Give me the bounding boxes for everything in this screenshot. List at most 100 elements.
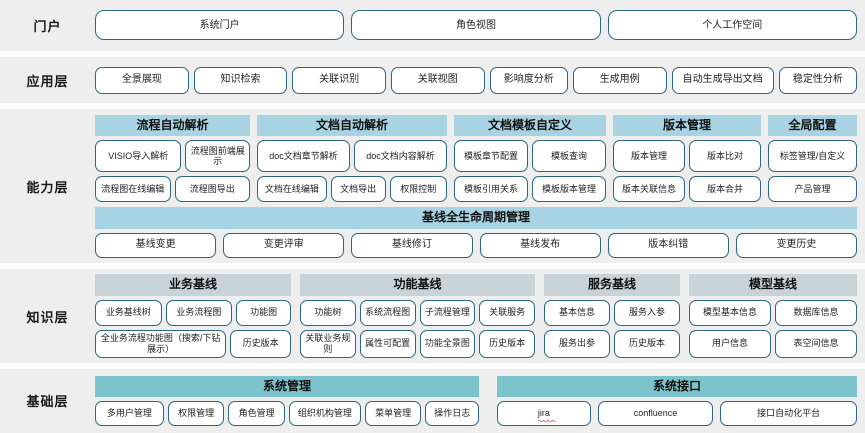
kn-item-tablespace-info[interactable]: 表空间信息 — [775, 329, 857, 358]
cap-item-template-query[interactable]: 模板查询 — [532, 140, 606, 173]
capability-row: 版本管理 版本比对 — [613, 140, 761, 173]
cap-item-doc-content-parse[interactable]: doc文档内容解析 — [354, 140, 447, 173]
base-item-interface-automation-platform[interactable]: 接口自动化平台 — [720, 400, 857, 426]
kn-item-user-info[interactable]: 用户信息 — [689, 329, 771, 358]
capability-group-title-version-manage: 版本管理 — [613, 115, 761, 137]
layer-label-foundation: 基础层 — [26, 394, 69, 410]
kn-item-function-panorama[interactable]: 功能全景图 — [419, 329, 476, 358]
app-item-impact-analysis[interactable]: 影响度分析 — [489, 66, 568, 94]
kn-item-full-business-process-function-chart[interactable]: 全业务流程功能图（搜索/下钻展示） — [95, 329, 227, 358]
cap-item-permission-control[interactable]: 权限控制 — [389, 176, 447, 203]
base-item-permission-manage[interactable]: 权限管理 — [167, 400, 225, 426]
layer-band-foundation: 基础层 系统管理 多用户管理 权限管理 角色管理 组织机构管理 菜单管理 操作日… — [0, 368, 865, 433]
base-item-multi-user-manage[interactable]: 多用户管理 — [95, 400, 164, 426]
layer-label-capability: 能力层 — [26, 179, 69, 195]
lifecycle-item-baseline-revision[interactable]: 基线修订 — [351, 232, 473, 258]
kn-item-business-flowchart[interactable]: 业务流程图 — [165, 299, 233, 326]
app-item-relation-recognition[interactable]: 关联识别 — [292, 66, 386, 94]
kn-item-database-info[interactable]: 数据库信息 — [775, 299, 857, 326]
kn-item-function-chart[interactable]: 功能图 — [236, 299, 292, 326]
layer-band-capability: 能力层 流程自动解析 VISIO导入解析 流程图前端展示 流程图在线编辑 流程图… — [0, 109, 865, 264]
app-item-relation-view[interactable]: 关联视图 — [390, 66, 485, 94]
lifecycle-item-change-review[interactable]: 变更评审 — [223, 232, 345, 258]
cap-item-template-version-manage[interactable]: 模板版本管理 — [532, 176, 606, 203]
app-item-knowledge-search[interactable]: 知识检索 — [193, 66, 288, 94]
foundation-group-system-interface: 系统接口 jira confluence 接口自动化平台 — [497, 375, 857, 426]
lifecycle-item-change-history[interactable]: 变更历史 — [735, 232, 858, 258]
cap-item-version-manage[interactable]: 版本管理 — [613, 140, 685, 173]
portal-item-personal-workspace[interactable]: 个人工作空间 — [607, 10, 857, 41]
cap-item-doc-section-parse[interactable]: doc文档章节解析 — [257, 140, 350, 173]
cap-item-flowchart-export[interactable]: 流程图导出 — [174, 176, 250, 203]
lifecycle-item-baseline-release[interactable]: 基线发布 — [479, 232, 601, 258]
kn-item-history-version[interactable]: 历史版本 — [230, 329, 291, 358]
kn-item-function-tree[interactable]: 功能树 — [300, 299, 356, 326]
capability-groups: 流程自动解析 VISIO导入解析 流程图前端展示 流程图在线编辑 流程图导出 文… — [95, 115, 857, 203]
foundation-group-title-system-manage: 系统管理 — [95, 375, 479, 397]
knowledge-row: 业务基线树 业务流程图 功能图 — [95, 299, 292, 326]
portal-row: 系统门户 角色视图 个人工作空间 — [95, 10, 857, 41]
capability-group-title-process-parse: 流程自动解析 — [95, 115, 250, 137]
capability-group-global-config: 全局配置 标签管理/自定义 产品管理 — [768, 115, 857, 203]
band-gap-4 — [0, 362, 865, 369]
band-gap-3 — [0, 263, 865, 270]
knowledge-row: 全业务流程功能图（搜索/下钻展示） 历史版本 — [95, 329, 291, 358]
capability-row: 流程图在线编辑 流程图导出 — [95, 176, 250, 203]
kn-item-history-version-function[interactable]: 历史版本 — [479, 329, 535, 358]
baseline-lifecycle-title: 基线全生命周期管理 — [95, 207, 857, 229]
layer-label-knowledge: 知识层 — [26, 309, 69, 325]
base-item-jira[interactable]: jira — [497, 400, 591, 426]
capability-group-doc-template: 文档模板自定义 模板章节配置 模板查询 模板引用关系 模板版本管理 — [454, 115, 606, 203]
cap-item-flowchart-frontend-display[interactable]: 流程图前端展示 — [185, 140, 250, 173]
kn-item-history-version-service[interactable]: 历史版本 — [614, 329, 680, 358]
capability-group-doc-parse: 文档自动解析 doc文档章节解析 doc文档内容解析 文档在线编辑 文档导出 权… — [257, 115, 447, 203]
base-item-org-structure-manage[interactable]: 组织机构管理 — [288, 400, 361, 426]
app-item-panorama[interactable]: 全景展现 — [95, 66, 189, 94]
kn-item-service-output-param[interactable]: 服务出参 — [544, 329, 610, 358]
base-item-confluence[interactable]: confluence — [597, 400, 714, 426]
foundation-row: jira confluence 接口自动化平台 — [497, 400, 857, 426]
app-item-auto-export-doc[interactable]: 自动生成导出文档 — [671, 66, 774, 94]
foundation-groups: 系统管理 多用户管理 权限管理 角色管理 组织机构管理 菜单管理 操作日志 系统… — [95, 375, 857, 426]
application-row: 全景展现 知识检索 关联识别 关联视图 影响度分析 生成用例 自动生成导出文档 … — [95, 66, 857, 94]
lifecycle-item-version-correction[interactable]: 版本纠错 — [607, 232, 729, 258]
kn-item-related-business-rule[interactable]: 关联业务规则 — [300, 329, 356, 358]
cap-item-template-reference-relation[interactable]: 模板引用关系 — [454, 176, 528, 203]
portal-item-role-view[interactable]: 角色视图 — [351, 10, 601, 41]
cap-item-version-relation-info[interactable]: 版本关联信息 — [613, 176, 685, 203]
capability-row: 模板章节配置 模板查询 — [454, 140, 606, 173]
cap-item-tag-manage-custom[interactable]: 标签管理/自定义 — [768, 140, 857, 173]
cap-item-version-merge[interactable]: 版本合并 — [689, 176, 761, 203]
capability-row: 文档在线编辑 文档导出 权限控制 — [257, 176, 447, 203]
kn-item-service-input-param[interactable]: 服务入参 — [614, 299, 680, 326]
knowledge-row: 用户信息 表空间信息 — [689, 329, 857, 358]
layer-label-portal: 门户 — [33, 18, 62, 34]
base-item-menu-manage[interactable]: 菜单管理 — [364, 400, 422, 426]
kn-item-related-service[interactable]: 关联服务 — [479, 299, 535, 326]
cap-item-flowchart-online-edit[interactable]: 流程图在线编辑 — [95, 176, 171, 203]
kn-item-attribute-configurable[interactable]: 属性可配置 — [359, 329, 416, 358]
kn-item-system-flowchart[interactable]: 系统流程图 — [359, 299, 416, 326]
jira-text: jira — [537, 408, 550, 419]
kn-item-business-baseline-tree[interactable]: 业务基线树 — [95, 299, 162, 326]
cap-item-template-section-config[interactable]: 模板章节配置 — [454, 140, 528, 173]
capability-row: VISIO导入解析 流程图前端展示 — [95, 140, 250, 173]
band-gap-2 — [0, 103, 865, 110]
knowledge-group-service-baseline: 服务基线 基本信息 服务入参 服务出参 历史版本 — [544, 274, 680, 358]
lifecycle-item-baseline-change[interactable]: 基线变更 — [95, 232, 217, 258]
base-item-operation-log[interactable]: 操作日志 — [425, 400, 479, 426]
base-item-role-manage[interactable]: 角色管理 — [228, 400, 285, 426]
cap-item-visio-import-parse[interactable]: VISIO导入解析 — [95, 140, 182, 173]
app-item-stability-analysis[interactable]: 稳定性分析 — [778, 66, 857, 94]
kn-item-basic-info[interactable]: 基本信息 — [544, 299, 610, 326]
foundation-group-title-system-interface: 系统接口 — [497, 375, 857, 397]
cap-item-version-compare[interactable]: 版本比对 — [689, 140, 761, 173]
kn-item-subprocess-manage[interactable]: 子流程管理 — [419, 299, 476, 326]
cap-item-doc-export[interactable]: 文档导出 — [330, 176, 386, 203]
cap-item-product-manage[interactable]: 产品管理 — [768, 176, 857, 203]
kn-item-model-basic-info[interactable]: 模型基本信息 — [689, 299, 771, 326]
app-item-generate-usecase[interactable]: 生成用例 — [572, 66, 667, 94]
cap-item-doc-online-edit[interactable]: 文档在线编辑 — [257, 176, 327, 203]
portal-item-system-portal[interactable]: 系统门户 — [95, 10, 345, 41]
capability-row: doc文档章节解析 doc文档内容解析 — [257, 140, 447, 173]
